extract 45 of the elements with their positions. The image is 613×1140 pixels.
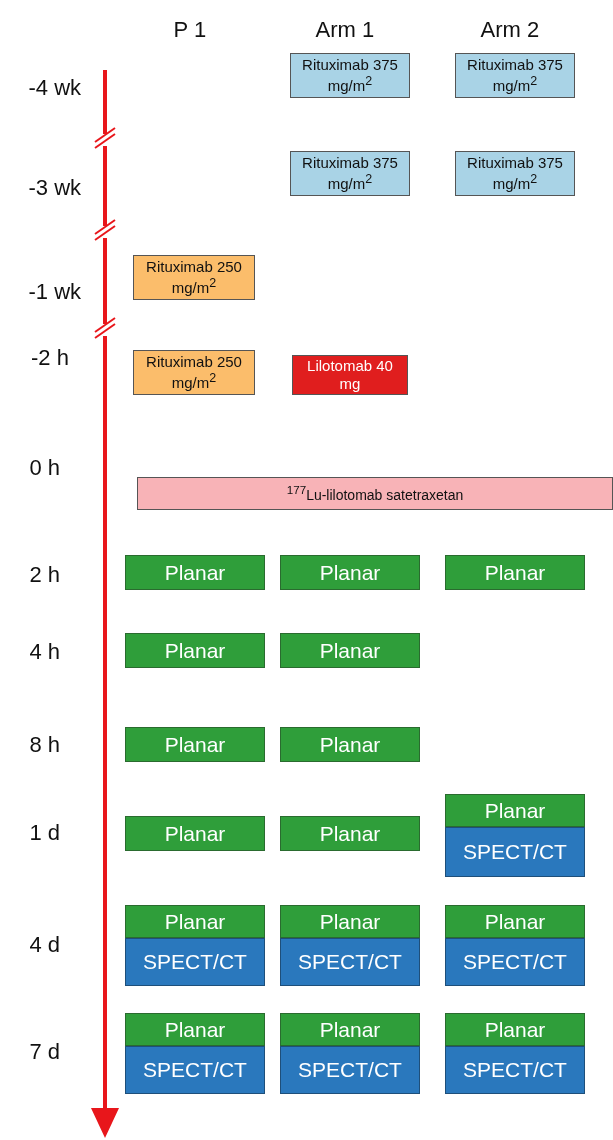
imaging-box: Planar bbox=[280, 816, 420, 851]
imaging-box: Planar bbox=[280, 727, 420, 762]
infusion-bar: $^{177}$Lu-lilotomab satetraxetan bbox=[137, 477, 613, 510]
imaging-box: Planar bbox=[125, 905, 265, 938]
imaging-box: SPECT/CT bbox=[125, 1046, 265, 1094]
time-label: 2 h bbox=[29, 562, 61, 588]
imaging-box: Planar bbox=[125, 1013, 265, 1046]
dose-box: Rituximab 250 mg/m$^{2}$ bbox=[133, 255, 255, 300]
time-label: -3 wk bbox=[28, 175, 82, 201]
dose-box: Rituximab 375 mg/m$^{2}$ bbox=[290, 151, 410, 196]
imaging-box: Planar bbox=[125, 816, 265, 851]
imaging-box: SPECT/CT bbox=[445, 1046, 585, 1094]
imaging-box: Planar bbox=[125, 633, 265, 668]
imaging-box: Planar bbox=[445, 1013, 585, 1046]
imaging-box: Planar bbox=[445, 905, 585, 938]
dose-box: Rituximab 250 mg/m$^{2}$ bbox=[133, 350, 255, 395]
imaging-box: Planar bbox=[280, 555, 420, 590]
dose-box: Rituximab 375 mg/m$^{2}$ bbox=[455, 151, 575, 196]
imaging-box: SPECT/CT bbox=[280, 1046, 420, 1094]
time-label: -1 wk bbox=[28, 279, 82, 305]
imaging-box: Planar bbox=[125, 555, 265, 590]
time-label: 4 h bbox=[29, 639, 61, 665]
imaging-box: Planar bbox=[445, 555, 585, 590]
imaging-box: Planar bbox=[280, 1013, 420, 1046]
time-label: 1 d bbox=[29, 820, 61, 846]
imaging-box: Planar bbox=[280, 905, 420, 938]
dose-box: Lilotomab 40 mg bbox=[292, 355, 408, 395]
column-header: Arm 2 bbox=[480, 17, 540, 43]
time-label: -4 wk bbox=[28, 75, 82, 101]
dose-box: Rituximab 375 mg/m$^{2}$ bbox=[455, 53, 575, 98]
imaging-box: SPECT/CT bbox=[445, 827, 585, 877]
imaging-box: Planar bbox=[280, 633, 420, 668]
time-label: -2 h bbox=[31, 345, 69, 371]
dose-box: Rituximab 375 mg/m$^{2}$ bbox=[290, 53, 410, 98]
imaging-box: SPECT/CT bbox=[445, 938, 585, 986]
imaging-box: SPECT/CT bbox=[280, 938, 420, 986]
time-label: 0 h bbox=[29, 455, 61, 481]
column-header: P 1 bbox=[173, 17, 207, 43]
time-label: 4 d bbox=[29, 932, 61, 958]
time-label: 8 h bbox=[29, 732, 61, 758]
column-header: Arm 1 bbox=[315, 17, 375, 43]
imaging-box: SPECT/CT bbox=[125, 938, 265, 986]
imaging-box: Planar bbox=[125, 727, 265, 762]
time-label: 7 d bbox=[29, 1039, 61, 1065]
imaging-box: Planar bbox=[445, 794, 585, 827]
